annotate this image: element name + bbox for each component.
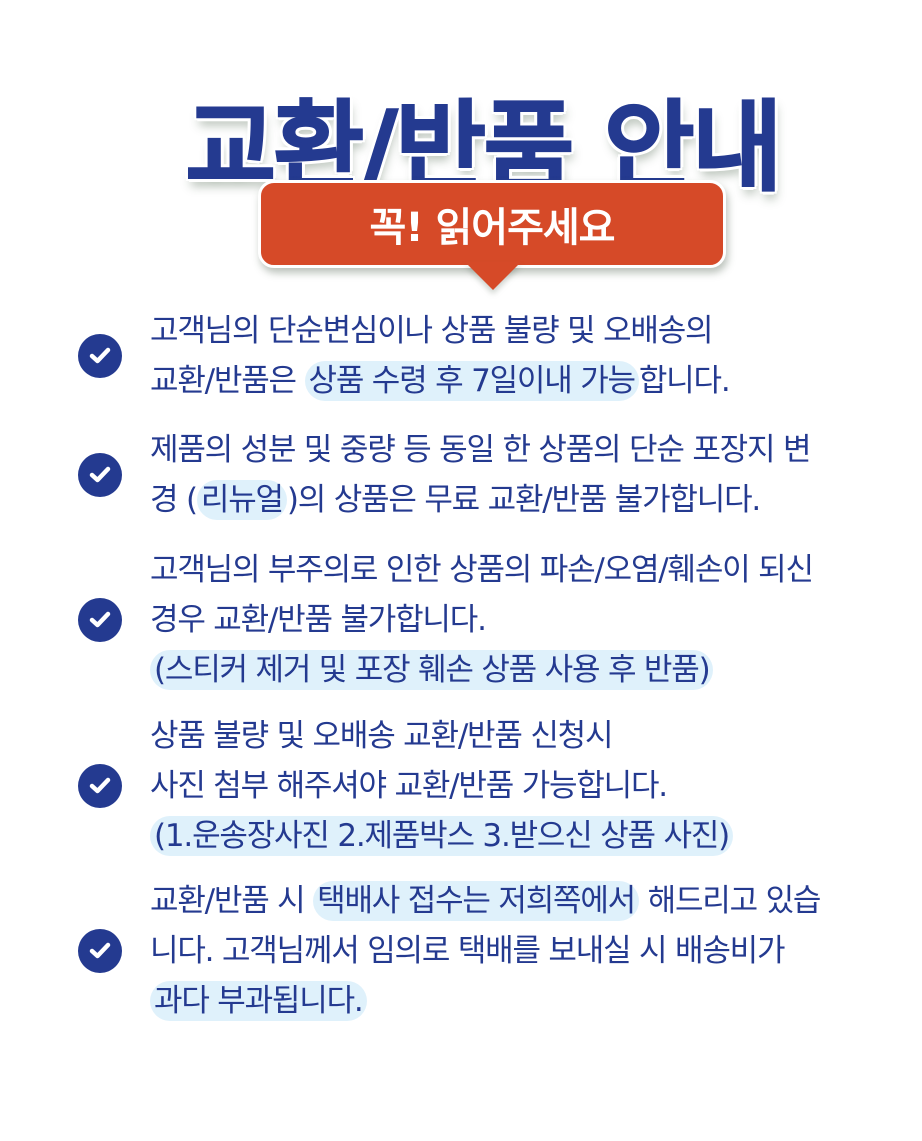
notice-text: 고객님의 단순변심이나 상품 불량 및 오배송의 교환/반품은 상품 수령 후 … [150, 306, 731, 406]
text: 해드리고 있습 [647, 883, 822, 919]
text: )의 상품은 무료 교환/반품 불가합니다. [286, 482, 761, 518]
notice-line: 상품 불량 및 오배송 교환/반품 신청시 [150, 711, 733, 761]
notice-line: 니다. 고객님께서 임의로 택배를 보내실 시 배송비가 [150, 926, 820, 976]
highlight-text: 택배사 접수는 저희쪽에서 [313, 881, 639, 921]
banner-label: 꼭! 읽어주세요 [369, 205, 616, 251]
notice-text: 제품의 성분 및 중량 등 동일 한 상품의 단순 포장지 변 경 (리뉴얼)의… [150, 425, 811, 525]
notice-banner: 꼭! 읽어주세요 [258, 180, 726, 295]
check-circle-icon [78, 598, 122, 642]
notice-item: 고객님의 단순변심이나 상품 불량 및 오배송의 교환/반품은 상품 수령 후 … [78, 306, 898, 406]
highlight-text: 과다 부과됩니다. [150, 981, 367, 1021]
speech-bubble: 꼭! 읽어주세요 [258, 180, 726, 268]
notice-line: 교환/반품 시 택배사 접수는 저희쪽에서 해드리고 있습 [150, 876, 822, 926]
notice-item: 교환/반품 시 택배사 접수는 저희쪽에서 해드리고 있습 니다. 고객님께서 … [78, 876, 898, 1026]
text: 제품의 성분 및 중량 등 동일 한 상품의 단순 포장지 변 [150, 432, 811, 468]
check-circle-icon [78, 929, 122, 973]
text: 경 ( [150, 482, 198, 518]
highlight-text: 상품 수령 후 7일이내 가능 [304, 361, 639, 401]
notice-item: 제품의 성분 및 중량 등 동일 한 상품의 단순 포장지 변 경 (리뉴얼)의… [78, 425, 898, 525]
notice-line: 사진 첨부 해주셔야 교환/반품 가능합니다. [150, 761, 733, 811]
notice-line: (1.운송장사진 2.제품박스 3.받으신 상품 사진) [150, 811, 734, 861]
text: 교환/반품은 [150, 363, 297, 399]
notice-line: 고객님의 단순변심이나 상품 불량 및 오배송의 [150, 306, 729, 356]
notice-item: 상품 불량 및 오배송 교환/반품 신청시 사진 첨부 해주셔야 교환/반품 가… [78, 711, 898, 861]
notice-line: 제품의 성분 및 중량 등 동일 한 상품의 단순 포장지 변 [150, 425, 811, 475]
check-circle-icon [78, 453, 122, 497]
highlight-text: (스티커 제거 및 포장 훼손 상품 사용 후 반품) [150, 650, 714, 690]
text: 합니다. [638, 363, 731, 399]
check-circle-icon [78, 764, 122, 808]
text: 상품 불량 및 오배송 교환/반품 신청시 [150, 718, 614, 754]
notice-line: (스티커 제거 및 포장 훼손 상품 사용 후 반품) [150, 645, 813, 695]
notice-text: 교환/반품 시 택배사 접수는 저희쪽에서 해드리고 있습 니다. 고객님께서 … [150, 876, 822, 1026]
notice-text: 상품 불량 및 오배송 교환/반품 신청시 사진 첨부 해주셔야 교환/반품 가… [150, 711, 734, 861]
text: 고객님의 부주의로 인한 상품의 파손/오염/훼손이 되신 [150, 552, 814, 588]
highlight-text: (1.운송장사진 2.제품박스 3.받으신 상품 사진) [150, 816, 734, 856]
text: 교환/반품 시 [150, 883, 306, 919]
text: 사진 첨부 해주셔야 교환/반품 가능합니다. [150, 768, 668, 804]
notice-line: 고객님의 부주의로 인한 상품의 파손/오염/훼손이 되신 [150, 545, 814, 595]
notice-line: 경우 교환/반품 불가합니다. [150, 595, 813, 645]
speech-bubble-tail [465, 262, 521, 290]
text: 니다. 고객님께서 임의로 택배를 보내실 시 배송비가 [150, 933, 785, 969]
notice-line: 경 (리뉴얼)의 상품은 무료 교환/반품 불가합니다. [150, 475, 810, 525]
notice-line: 과다 부과됩니다. [150, 976, 820, 1026]
highlight-text: 리뉴얼 [196, 480, 287, 520]
check-circle-icon [78, 334, 122, 378]
notice-text: 고객님의 부주의로 인한 상품의 파손/오염/훼손이 되신 경우 교환/반품 불… [150, 545, 814, 695]
text: 경우 교환/반품 불가합니다. [150, 602, 487, 638]
notice-item: 고객님의 부주의로 인한 상품의 파손/오염/훼손이 되신 경우 교환/반품 불… [78, 545, 898, 695]
text: 고객님의 단순변심이나 상품 불량 및 오배송의 [150, 313, 714, 349]
